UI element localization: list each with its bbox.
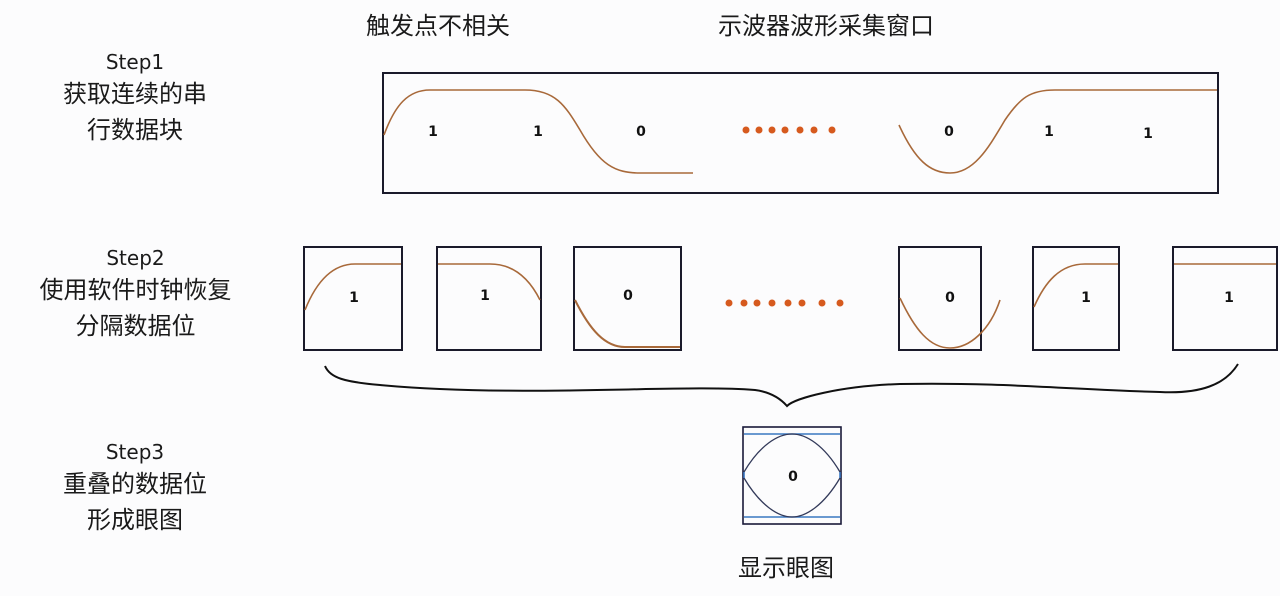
svg-text:0: 0 <box>623 288 633 304</box>
bit-label: 1 <box>1143 126 1153 142</box>
bit-box-2: 1 <box>436 246 542 351</box>
svg-text:1: 1 <box>1081 290 1091 306</box>
ellipsis-dots <box>742 126 836 134</box>
eye-diagram-caption: 显示眼图 <box>738 554 834 582</box>
step2-title: Step2 <box>106 246 165 270</box>
bit-label: 0 <box>944 124 954 140</box>
step1-line1: 获取连续的串 <box>63 80 207 108</box>
svg-text:0: 0 <box>945 290 955 306</box>
trigger-note: 触发点不相关 <box>366 12 510 40</box>
step2-label: Step2 使用软件时钟恢复 分隔数据位 <box>8 244 263 344</box>
eye-diagram: 0 <box>742 426 842 525</box>
step3-line2: 形成眼图 <box>87 506 183 534</box>
bit-box-3: 0 <box>573 246 682 351</box>
ellipsis-dots <box>725 299 844 307</box>
svg-text:1: 1 <box>480 288 490 304</box>
bit-box-4: 0 <box>898 246 1001 351</box>
step2-line2: 分隔数据位 <box>75 312 196 340</box>
bit-label: 0 <box>636 124 646 140</box>
step2-line1: 使用软件时钟恢复 <box>39 276 232 304</box>
svg-text:1: 1 <box>1224 290 1234 306</box>
step1-line2: 行数据块 <box>87 116 183 144</box>
bit-label: 1 <box>1044 124 1054 140</box>
bit-label: 1 <box>428 124 438 140</box>
step1-title: Step1 <box>105 50 165 74</box>
bit-label: 1 <box>533 124 543 140</box>
step3-title: Step3 <box>105 440 165 464</box>
svg-text:1: 1 <box>349 290 359 306</box>
step1-label: Step1 获取连续的串 行数据块 <box>30 48 240 148</box>
bit-box-5: 1 <box>1032 246 1120 351</box>
acquisition-window: 1 1 0 0 1 1 <box>382 72 1219 194</box>
svg-text:0: 0 <box>788 469 798 485</box>
bit-box-1: 1 <box>303 246 403 351</box>
grouping-brace <box>324 363 1239 408</box>
bit-box-6: 1 <box>1172 246 1278 351</box>
step3-line1: 重叠的数据位 <box>63 470 207 498</box>
window-title: 示波器波形采集窗口 <box>718 12 934 40</box>
step3-label: Step3 重叠的数据位 形成眼图 <box>30 438 240 538</box>
